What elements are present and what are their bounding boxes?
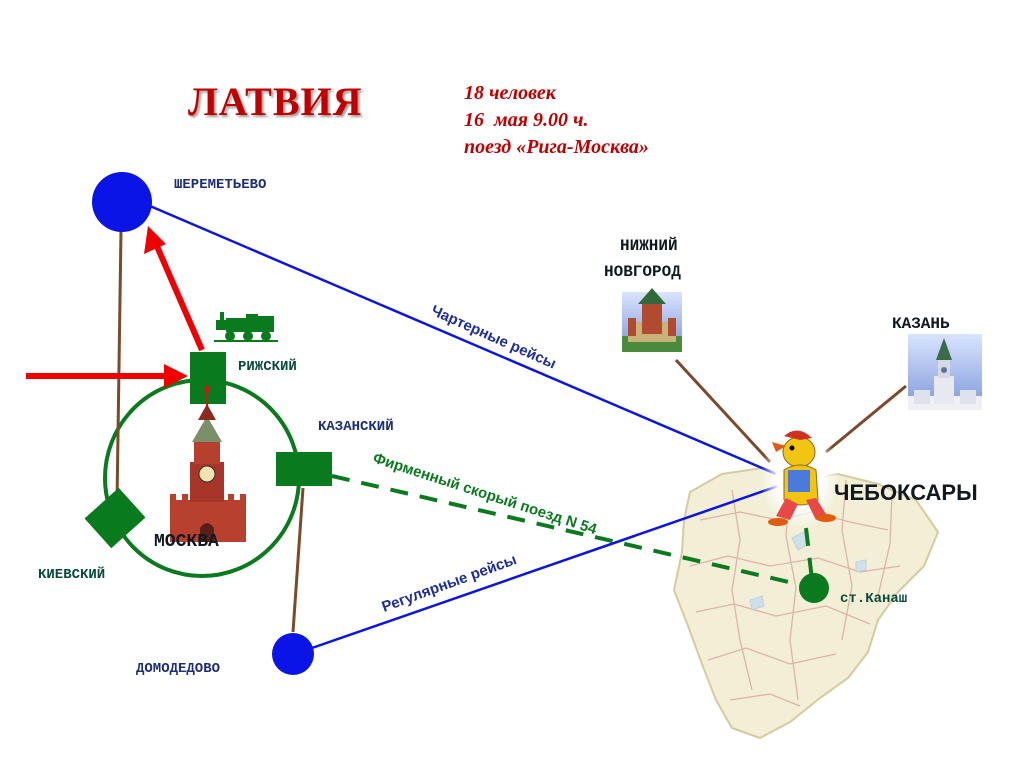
- charter-route-label: Чартерные рейсы: [428, 302, 558, 372]
- kazan-label: КАЗАНЬ: [892, 315, 950, 333]
- train-icon: [214, 312, 278, 342]
- trip-info-date: 16 мая 9.00 ч.: [464, 109, 589, 131]
- trip-info-train: поезд «Рига-Москва»: [464, 136, 649, 158]
- nizhny-novgorod-label-line1: НИЖНИЙ: [620, 236, 678, 255]
- kazansky-station-node: [276, 452, 332, 486]
- sheremetyevo-label: ШЕРЕМЕТЬЕВО: [174, 177, 266, 193]
- rizhsky-label: РИЖСКИЙ: [238, 357, 297, 375]
- domodedovo-label: ДОМОДЕДОВО: [136, 661, 220, 677]
- link-nizhny-cheboksary: [674, 358, 772, 464]
- kanash-station-node: [799, 573, 829, 603]
- trip-info: 18 человек 16 мая 9.00 ч. поезд «Рига-Мо…: [464, 80, 649, 161]
- arrival-arrow: [26, 364, 188, 388]
- route-train-line: [331, 474, 807, 588]
- sheremetyevo-airport-node: [92, 172, 152, 232]
- route-regular-line: [311, 484, 779, 650]
- page-title: ЛАТВИЯ: [188, 79, 363, 124]
- cheboksary-label: ЧЕБОКСАРЫ: [834, 480, 978, 505]
- route-kanash-spur: [804, 527, 814, 581]
- link-kazan-cheboksary: [825, 384, 907, 454]
- kievsky-station-node: [84, 487, 146, 549]
- chuvashia-region-map: [672, 466, 940, 740]
- kievsky-label: КИЕВСКИЙ: [38, 565, 105, 583]
- kanash-label: ст.Канаш: [840, 591, 907, 607]
- duck-mascot-icon: [760, 426, 840, 530]
- link-kazansky-domodedovo: [291, 487, 305, 633]
- nizhny-novgorod-label-line2: НОВГОРОД: [604, 263, 681, 281]
- kazan-tower-icon: [904, 332, 984, 410]
- kremlin-tower-icon: [170, 384, 246, 542]
- link-sheremetyevo-kievsky: [115, 229, 123, 504]
- kazansky-label: КАЗАНСКИЙ: [318, 417, 394, 435]
- route-charter-line: [149, 204, 777, 476]
- moskva-label: МОСКВА: [154, 532, 219, 552]
- trip-info-people: 18 человек: [464, 82, 556, 104]
- nizhny-kremlin-icon: [616, 286, 688, 358]
- transfer-arrow: [144, 226, 205, 352]
- domodedovo-airport-node: [272, 633, 314, 675]
